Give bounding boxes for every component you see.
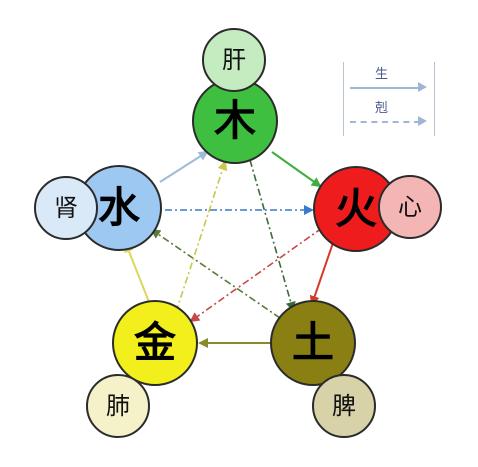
wood-element-label: 木 — [213, 96, 256, 145]
water-element-label: 水 — [97, 183, 140, 232]
kidney-organ-circle: 肾 — [34, 176, 98, 240]
ke-arrow-earth-to-water — [150, 228, 281, 319]
legend-ke-arrowhead — [418, 116, 427, 126]
kidney-organ-label: 肾 — [54, 194, 78, 222]
legend-sheng-line — [350, 87, 420, 89]
legend-box: 生 剋 — [343, 62, 435, 136]
ke-arrow-wood-to-earth — [249, 159, 296, 312]
fire-element-circle: 火 — [313, 166, 399, 252]
ke-arrow-fire-to-metal — [189, 227, 323, 323]
spleen-organ-circle: 脾 — [312, 374, 376, 438]
spleen-organ-label: 脾 — [332, 392, 356, 420]
metal-element-circle: 金 — [112, 300, 198, 386]
sheng-arrow-fire-to-earth — [309, 239, 335, 306]
legend-ke-line — [350, 121, 420, 123]
ke-arrow-metal-to-wood — [175, 160, 228, 313]
wood-element-circle: 木 — [192, 78, 278, 164]
legend-sheng-arrowhead — [418, 82, 427, 92]
liver-organ-circle: 肝 — [202, 28, 266, 92]
legend-sheng-label: 生 — [375, 67, 389, 82]
legend-ke-label: 剋 — [375, 101, 389, 116]
earth-element-circle: 土 — [270, 300, 356, 386]
metal-element-label: 金 — [133, 318, 176, 367]
sheng-arrow-wood-to-fire — [271, 151, 322, 188]
sheng-arrow-metal-to-water — [124, 242, 150, 303]
earth-element-label: 土 — [291, 318, 334, 367]
lung-organ-label: 肺 — [106, 392, 130, 420]
heart-organ-circle: 心 — [378, 175, 442, 239]
sheng-arrow-water-to-wood — [159, 150, 209, 183]
fire-element-label: 火 — [334, 184, 377, 233]
lung-organ-circle: 肺 — [86, 374, 150, 438]
heart-organ-label: 心 — [398, 193, 422, 221]
liver-organ-label: 肝 — [222, 46, 246, 74]
